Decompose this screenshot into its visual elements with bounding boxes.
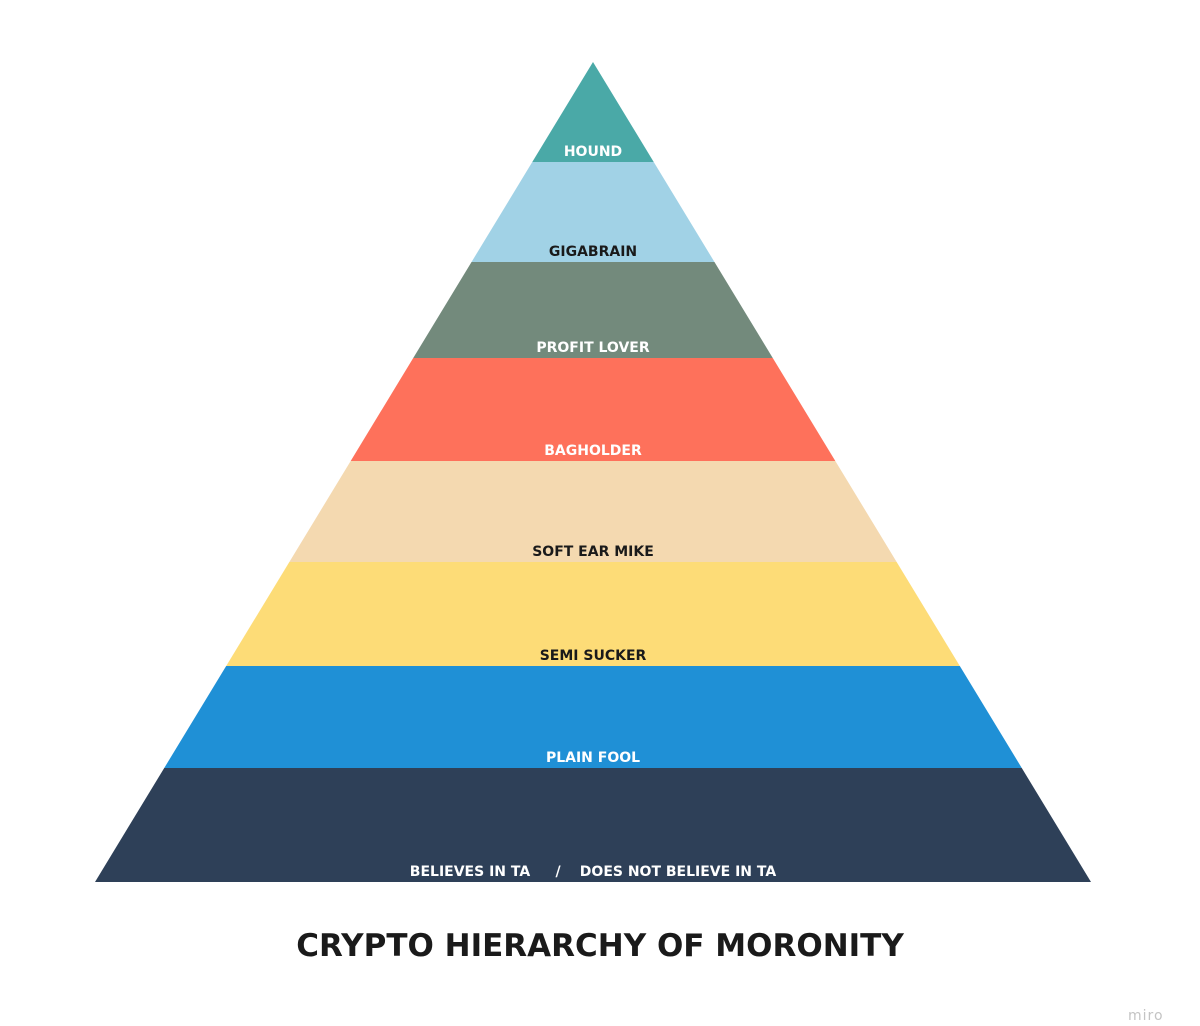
tier-label: SEMI SUCKER xyxy=(540,648,647,664)
tier-band xyxy=(350,358,836,461)
tier-label: SOFT EAR MIKE xyxy=(532,544,654,560)
tier-label: HOUND xyxy=(564,144,622,160)
tier-label: BAGHOLDER xyxy=(544,443,642,459)
pyramid-tier-7: PLAIN FOOL xyxy=(164,666,1022,768)
tier-label: PLAIN FOOL xyxy=(546,750,640,766)
tier-band xyxy=(471,162,715,262)
base-separator: / xyxy=(555,864,561,880)
base-label-right: DOES NOT BELIEVE IN TA xyxy=(580,864,777,880)
pyramid-tier-2: GIGABRAIN xyxy=(471,162,715,262)
pyramid-tier-4: BAGHOLDER xyxy=(350,358,836,461)
diagram-title: CRYPTO HIERARCHY OF MORONITY xyxy=(296,928,904,964)
tier-band xyxy=(226,562,960,666)
pyramid-tier-3: PROFIT LOVER xyxy=(413,262,773,358)
tier-band xyxy=(413,262,773,358)
pyramid-tier-1: HOUND xyxy=(532,62,654,162)
tier-band xyxy=(164,666,1022,768)
tier-band xyxy=(532,62,654,162)
pyramid-tier-base: BELIEVES IN TA / DOES NOT BELIEVE IN TA xyxy=(95,768,1091,882)
tier-band xyxy=(95,768,1091,882)
tier-label: GIGABRAIN xyxy=(549,244,637,260)
tier-label: PROFIT LOVER xyxy=(536,340,649,356)
pyramid-tier-5: SOFT EAR MIKE xyxy=(289,461,897,562)
tier-band xyxy=(289,461,897,562)
miro-watermark: miro xyxy=(1128,1008,1164,1024)
pyramid-tier-6: SEMI SUCKER xyxy=(226,562,960,666)
base-label-left: BELIEVES IN TA xyxy=(410,864,531,880)
